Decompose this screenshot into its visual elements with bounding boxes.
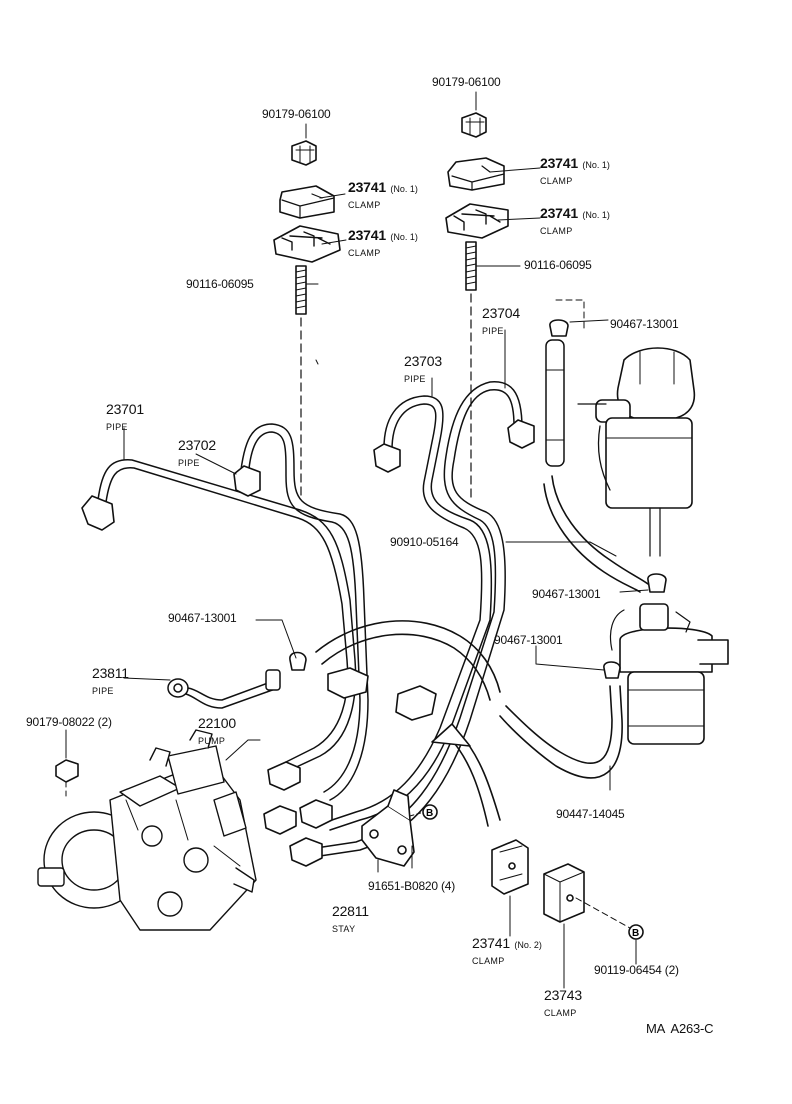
label-stay: 22811 STAY bbox=[332, 904, 369, 936]
pipe-23703-name: PIPE bbox=[404, 374, 426, 384]
pump-name: PUMP bbox=[198, 736, 226, 746]
nut-left-shape bbox=[291, 140, 317, 166]
clamp-no2-name: CLAMP bbox=[472, 956, 505, 966]
clamp-r1-name: CLAMP bbox=[540, 176, 573, 186]
label-stud-right: 90116-06095 bbox=[524, 258, 592, 272]
injection-pump-shape bbox=[37, 729, 257, 931]
clamp-l2-number: 23741 bbox=[348, 227, 386, 243]
stay-name: STAY bbox=[332, 924, 356, 934]
stud-right-shape bbox=[465, 241, 477, 291]
figure-reference: MA A263-C bbox=[646, 1021, 714, 1036]
clamp-r2-note: (No. 1) bbox=[582, 210, 610, 220]
label-pipe-23811: 23811 PIPE bbox=[92, 666, 129, 698]
label-clamp-r1: 23741 (No. 1) CLAMP bbox=[540, 156, 610, 188]
label-pipe-23702: 23702 PIPE bbox=[178, 438, 216, 470]
stud-left-shape bbox=[295, 265, 307, 315]
pipe-23704-number: 23704 bbox=[482, 305, 520, 321]
label-pipe-23703: 23703 PIPE bbox=[404, 354, 442, 386]
pipe-23811-name: PIPE bbox=[92, 686, 114, 696]
clamp-l1-number: 23741 bbox=[348, 179, 386, 195]
ref-b-circle-1 bbox=[422, 804, 438, 820]
clamp-23743-name: CLAMP bbox=[544, 1008, 577, 1018]
clamp-no2-number: 23741 bbox=[472, 935, 510, 951]
clamp-r1-number: 23741 bbox=[540, 155, 578, 171]
pipe-23811-shape bbox=[167, 669, 281, 709]
label-pipe-23704: 23704 PIPE bbox=[482, 306, 520, 338]
label-clamp-r2: 23741 (No. 1) CLAMP bbox=[540, 206, 610, 238]
hose-vertical-shape bbox=[545, 339, 565, 467]
pipe-23702-number: 23702 bbox=[178, 437, 216, 453]
pipe-23701-name: PIPE bbox=[106, 422, 128, 432]
pipe-23704-shape bbox=[315, 381, 523, 857]
clamp-l2-name: CLAMP bbox=[348, 248, 381, 258]
pipe-23701-shape bbox=[97, 459, 357, 771]
stay-number: 22811 bbox=[332, 903, 369, 919]
hose-main-shape bbox=[315, 620, 501, 701]
pipe-23703-shape bbox=[325, 395, 493, 831]
label-pump: 22100 PUMP bbox=[198, 716, 236, 748]
hose-90910-shape bbox=[543, 475, 649, 593]
label-stud-left: 90116-06095 bbox=[186, 277, 254, 291]
priming-pump-shape bbox=[577, 347, 696, 557]
pump-number: 22100 bbox=[198, 715, 236, 731]
label-hose-90910: 90910-05164 bbox=[390, 535, 459, 549]
clamp-23743-shape bbox=[543, 863, 585, 989]
clamp-l1-note: (No. 1) bbox=[390, 184, 418, 194]
label-hose-90447: 90447-14045 bbox=[556, 807, 625, 821]
label-clip-right-upper: 90467-13001 bbox=[532, 587, 601, 601]
clamp-right-upper-shape bbox=[447, 157, 505, 191]
label-bolt-90119: 90119-06454 (2) bbox=[594, 963, 679, 977]
label-clip-right-lower: 90467-13001 bbox=[494, 633, 563, 647]
pipe-23701-number: 23701 bbox=[106, 401, 144, 417]
label-nut-right: 90179-06100 bbox=[432, 75, 501, 89]
clamp-l1-name: CLAMP bbox=[348, 200, 381, 210]
label-clamp-no2: 23741 (No. 2) CLAMP bbox=[472, 936, 542, 968]
hose-90447-shape bbox=[499, 685, 623, 779]
label-clip-top: 90467-13001 bbox=[610, 317, 679, 331]
label-nut-pump: 90179-08022 (2) bbox=[26, 715, 112, 729]
label-clamp-l1: 23741 (No. 1) CLAMP bbox=[348, 180, 418, 212]
label-nut-left: 90179-06100 bbox=[262, 107, 331, 121]
clamp-23743-number: 23743 bbox=[544, 987, 582, 1003]
clamp-l2-note: (No. 1) bbox=[390, 232, 418, 242]
clamp-r2-name: CLAMP bbox=[540, 226, 573, 236]
pipe-23811-number: 23811 bbox=[92, 665, 129, 681]
clamp-no2-shape bbox=[491, 839, 529, 937]
clamp-no2-note: (No. 2) bbox=[514, 940, 542, 950]
pipe-23702-shape bbox=[239, 423, 369, 801]
label-bolt-91651: 91651-B0820 (4) bbox=[368, 879, 456, 893]
pipe-23702-name: PIPE bbox=[178, 458, 200, 468]
ref-b-letter-2: B bbox=[632, 928, 639, 939]
clamp-left-upper-shape bbox=[279, 185, 335, 219]
label-clamp-23743: 23743 CLAMP bbox=[544, 988, 582, 1020]
clamp-left-lower-shape bbox=[273, 225, 341, 263]
fuel-filter-shape bbox=[609, 603, 729, 745]
nut-right-shape bbox=[461, 112, 487, 138]
stay-shape bbox=[361, 789, 415, 867]
label-pipe-23701: 23701 PIPE bbox=[106, 402, 144, 434]
pipe-23704-name: PIPE bbox=[482, 326, 504, 336]
ref-b-circle-2 bbox=[628, 924, 644, 940]
clamp-r1-note: (No. 1) bbox=[582, 160, 610, 170]
label-clip-mid-left: 90467-13001 bbox=[168, 611, 237, 625]
ref-b-letter-1: B bbox=[426, 808, 433, 819]
clamp-right-lower-shape bbox=[445, 203, 509, 239]
clamp-r2-number: 23741 bbox=[540, 205, 578, 221]
pipe-23703-number: 23703 bbox=[404, 353, 442, 369]
label-clamp-l2: 23741 (No. 1) CLAMP bbox=[348, 228, 418, 260]
